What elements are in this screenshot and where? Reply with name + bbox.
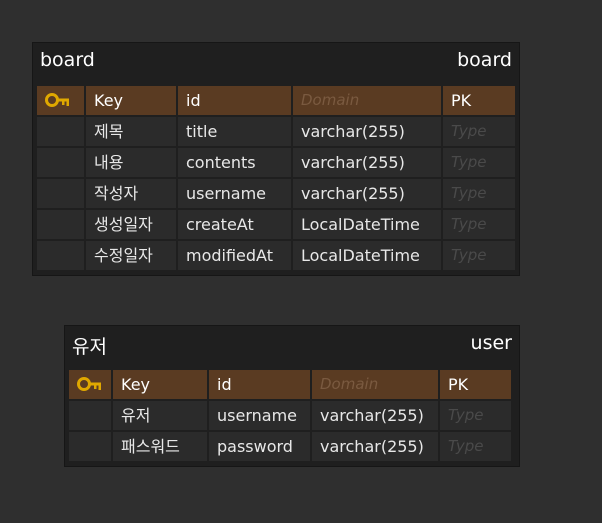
column-row[interactable]: 수정일자 modifiedAt LocalDateTime Type (37, 241, 515, 270)
key-cell (37, 117, 84, 146)
column-type[interactable]: PK (440, 370, 511, 399)
column-logical-name[interactable]: 제목 (86, 117, 176, 146)
column-logical-name[interactable]: 내용 (86, 148, 176, 177)
entity-header[interactable]: board board (33, 43, 519, 81)
primary-key-cell (69, 370, 111, 399)
column-domain[interactable]: varchar(255) (312, 401, 438, 430)
column-domain[interactable]: varchar(255) (293, 117, 441, 146)
column-logical-name[interactable]: 유저 (113, 401, 207, 430)
column-type[interactable]: Type (440, 432, 511, 461)
column-row[interactable]: 생성일자 createAt LocalDateTime Type (37, 210, 515, 239)
entity-user[interactable]: 유저 user Key id Domain PK 유저 username var… (64, 325, 520, 467)
primary-key-cell (37, 86, 84, 115)
entity-logical-name: board (40, 49, 95, 71)
column-type[interactable]: Type (443, 210, 515, 239)
column-row[interactable]: 내용 contents varchar(255) Type (37, 148, 515, 177)
column-type[interactable]: Type (443, 179, 515, 208)
column-physical-name[interactable]: contents (178, 148, 291, 177)
column-logical-name[interactable]: Key (113, 370, 207, 399)
column-type[interactable]: Type (443, 117, 515, 146)
column-row[interactable]: 유저 username varchar(255) Type (69, 401, 515, 430)
column-logical-name[interactable]: 작성자 (86, 179, 176, 208)
column-physical-name[interactable]: id (209, 370, 310, 399)
column-type[interactable]: Type (443, 241, 515, 270)
entity-physical-name: user (470, 332, 512, 354)
column-domain[interactable]: Domain (293, 86, 441, 115)
column-grid: Key id Domain PK 유저 username varchar(255… (69, 370, 515, 463)
column-logical-name[interactable]: 생성일자 (86, 210, 176, 239)
column-physical-name[interactable]: createAt (178, 210, 291, 239)
key-cell (37, 241, 84, 270)
key-cell (37, 148, 84, 177)
key-cell (37, 179, 84, 208)
column-physical-name[interactable]: password (209, 432, 310, 461)
key-cell (69, 432, 111, 461)
column-grid: Key id Domain PK 제목 title varchar(255) T… (37, 86, 515, 272)
entity-header[interactable]: 유저 user (65, 326, 519, 364)
key-cell (37, 210, 84, 239)
column-row-pk[interactable]: Key id Domain PK (69, 370, 515, 399)
column-logical-name[interactable]: Key (86, 86, 176, 115)
column-domain[interactable]: Domain (312, 370, 438, 399)
key-icon (77, 377, 101, 391)
column-physical-name[interactable]: username (178, 179, 291, 208)
column-physical-name[interactable]: modifiedAt (178, 241, 291, 270)
column-row[interactable]: 작성자 username varchar(255) Type (37, 179, 515, 208)
column-logical-name[interactable]: 패스워드 (113, 432, 207, 461)
column-domain[interactable]: LocalDateTime (293, 241, 441, 270)
column-domain[interactable]: varchar(255) (293, 148, 441, 177)
entity-board[interactable]: board board Key id Domain PK 제목 title va… (32, 42, 520, 276)
column-domain[interactable]: varchar(255) (312, 432, 438, 461)
column-domain[interactable]: LocalDateTime (293, 210, 441, 239)
column-domain[interactable]: varchar(255) (293, 179, 441, 208)
column-type[interactable]: Type (443, 148, 515, 177)
entity-logical-name: 유저 (72, 336, 107, 358)
column-logical-name[interactable]: 수정일자 (86, 241, 176, 270)
entity-physical-name: board (457, 49, 512, 71)
key-icon (45, 93, 69, 107)
column-physical-name[interactable]: id (178, 86, 291, 115)
column-row[interactable]: 제목 title varchar(255) Type (37, 117, 515, 146)
column-physical-name[interactable]: title (178, 117, 291, 146)
column-type[interactable]: Type (440, 401, 511, 430)
column-physical-name[interactable]: username (209, 401, 310, 430)
column-type[interactable]: PK (443, 86, 515, 115)
column-row[interactable]: 패스워드 password varchar(255) Type (69, 432, 515, 461)
key-cell (69, 401, 111, 430)
column-row-pk[interactable]: Key id Domain PK (37, 86, 515, 115)
